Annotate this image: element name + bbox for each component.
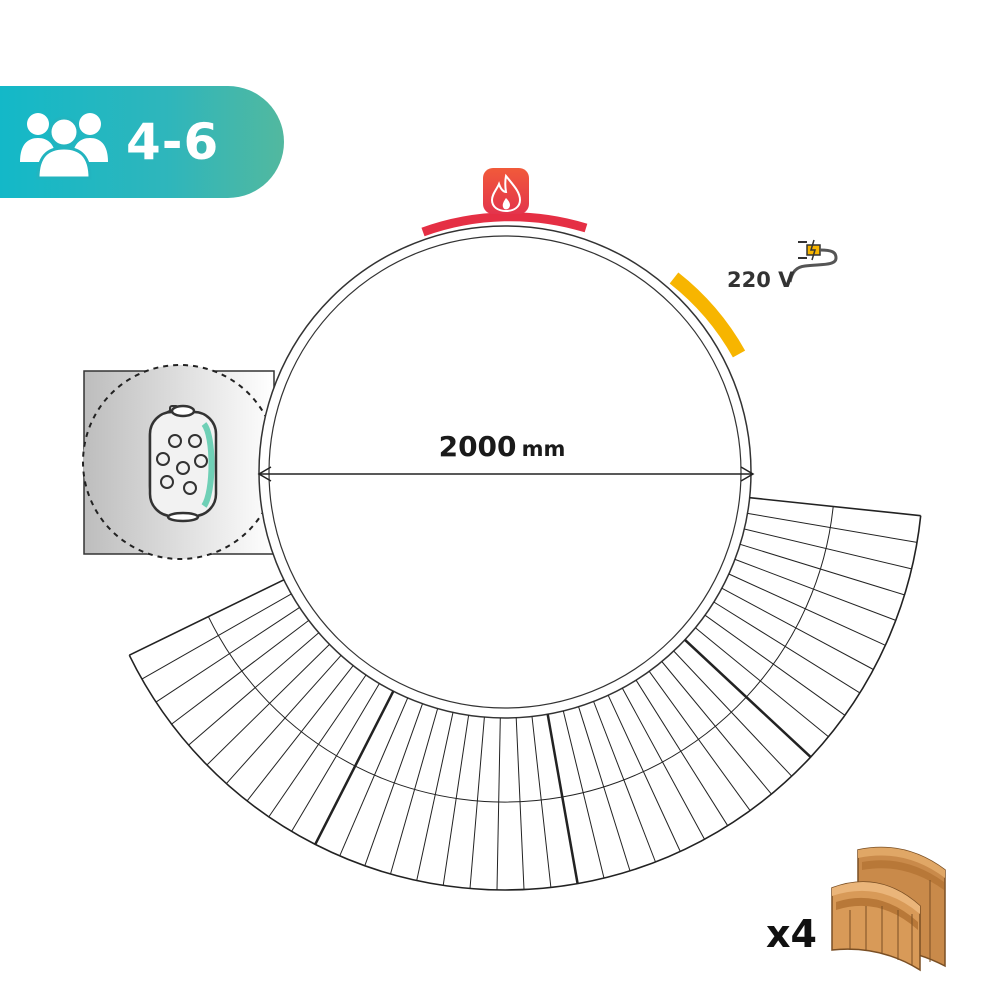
step-board-line <box>339 697 409 857</box>
step-board-line <box>621 687 705 840</box>
voltage-label: 220 V <box>727 268 795 292</box>
stove-icon <box>148 404 218 523</box>
step-board-line <box>734 558 896 621</box>
step-board-line <box>747 512 918 543</box>
step-board-line <box>515 717 525 890</box>
power-arc <box>669 272 746 358</box>
step-board-line <box>390 708 439 875</box>
step-board-line <box>648 671 751 811</box>
step-board-line <box>206 644 330 766</box>
step-board-line <box>721 587 874 670</box>
tub-outline <box>258 225 752 719</box>
wooden-steps-icon <box>831 846 946 972</box>
step-board-line <box>141 593 292 680</box>
plug-icon <box>788 239 838 283</box>
people-group-icon <box>20 113 108 180</box>
step-board-line <box>562 710 605 879</box>
step-board-line <box>728 573 886 646</box>
step-module-divider <box>546 714 579 884</box>
step-board-line <box>704 614 846 716</box>
step-board-line <box>442 715 470 886</box>
step-board-line <box>496 717 501 890</box>
step-board-line <box>531 716 552 888</box>
step-board-line <box>291 683 380 832</box>
step-board-line <box>593 701 656 863</box>
step-board-line <box>188 632 320 746</box>
step-board-line <box>416 712 454 881</box>
step-board-line <box>673 650 793 777</box>
steps-outer-edge <box>128 515 922 891</box>
step-board-line <box>246 665 354 802</box>
step-board-line <box>268 674 367 818</box>
capacity-label: 4-6 <box>126 113 220 171</box>
steps-count: x4 <box>766 912 817 956</box>
step-board-line <box>364 703 423 866</box>
step-board-line <box>635 679 729 826</box>
diameter-unit: mm <box>521 437 566 461</box>
diameter-arrow <box>257 466 755 482</box>
step-board-line <box>713 601 861 694</box>
fire-icon <box>483 168 529 214</box>
step-board-line <box>607 695 681 852</box>
step-board-line <box>695 627 829 738</box>
diameter-label: 2000 mm <box>380 430 624 463</box>
step-module-divider <box>684 638 812 759</box>
step-board-line <box>661 661 772 795</box>
step-board-line <box>744 528 912 570</box>
step-board-line <box>171 620 310 725</box>
heater-arc <box>421 212 588 237</box>
step-board-line <box>469 717 485 889</box>
step-board-line <box>155 606 300 703</box>
step-board-line <box>739 543 905 596</box>
steps-end-edge <box>749 496 921 517</box>
diameter-value: 2000 <box>438 430 517 463</box>
steps-layout <box>128 496 922 891</box>
step-board-line <box>578 706 631 872</box>
step-module-divider <box>314 690 395 845</box>
steps-end-edge <box>128 579 285 656</box>
step-board-line <box>226 655 342 784</box>
